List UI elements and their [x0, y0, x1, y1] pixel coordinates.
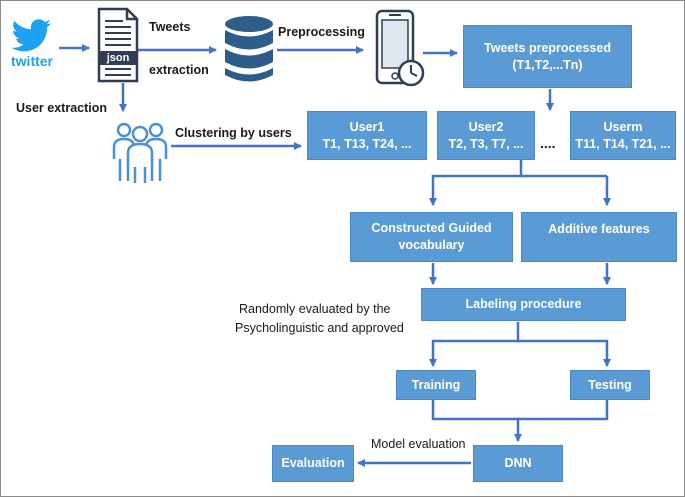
box-tweets-preprocessed-line1: Tweets preprocessed — [484, 40, 611, 55]
box-userm: Userm T11, T14, T21, ... — [570, 111, 676, 160]
box-dnn: DNN — [473, 445, 563, 482]
box-vocabulary-line2: vocabulary — [398, 238, 465, 252]
label-extraction: extraction — [149, 63, 209, 77]
label-clustering: Clustering by users — [175, 126, 292, 140]
arrow-user2-to-branch — [429, 160, 523, 206]
box-training-label: Training — [411, 377, 461, 392]
box-userm-line1: Userm — [603, 119, 643, 134]
box-labeling-procedure: Labeling procedure — [421, 288, 626, 321]
arrow-testing-to-dnn — [518, 399, 609, 421]
box-constructed-vocabulary: Constructed Guided vocabulary — [350, 212, 513, 262]
label-random-eval-line2: Psycholinguistic and approved — [235, 321, 404, 335]
box-user2: User2 T2, T3, T7, ... — [437, 111, 535, 160]
mobile-clock-icon — [373, 9, 425, 91]
arrow-training-to-dnn — [431, 399, 522, 442]
label-model-evaluation: Model evaluation — [371, 437, 466, 451]
box-tweets-preprocessed-line2: (T1,T2,...Tn) — [512, 57, 583, 72]
database-icon — [223, 15, 275, 85]
box-user1-line1: User1 — [349, 119, 385, 134]
twitter-wordmark: twitter — [11, 53, 53, 69]
twitter-logo-icon: twitter — [7, 15, 57, 77]
users-group-icon — [111, 115, 169, 185]
box-testing: Testing — [570, 370, 650, 400]
json-document-icon: json — [97, 7, 139, 83]
box-labeling-label: Labeling procedure — [465, 297, 582, 312]
box-evaluation: Evaluation — [272, 445, 354, 482]
box-dnn-label: DNN — [504, 456, 532, 471]
arrow-labeling-to-testing — [518, 339, 611, 367]
box-userm-line2: T11, T14, T21, ... — [575, 136, 671, 151]
box-vocabulary-line1: Constructed Guided — [371, 221, 492, 236]
box-tweets-preprocessed: Tweets preprocessed (T1,T2,...Tn) — [463, 25, 632, 88]
box-training: Training — [396, 370, 476, 400]
box-additive-features: Additive features — [521, 212, 677, 262]
label-random-eval-line1: Randomly evaluated by the — [239, 302, 391, 316]
box-evaluation-label: Evaluation — [281, 456, 345, 471]
box-testing-label: Testing — [588, 377, 632, 392]
box-user1: User1 T1, T13, T24, ... — [307, 111, 427, 160]
arrow-labeling-to-training — [429, 322, 520, 367]
box-user2-line2: T2, T3, T7, ... — [448, 136, 524, 151]
box-additive-features-label: Additive features — [548, 222, 650, 236]
label-ellipsis: .... — [540, 135, 556, 151]
label-user-extraction: User extraction — [16, 101, 108, 115]
label-preprocessing: Preprocessing — [278, 25, 365, 39]
box-user1-line2: T1, T13, T24, ... — [322, 136, 412, 151]
box-user2-line1: User2 — [468, 119, 504, 134]
label-tweets: Tweets — [149, 20, 191, 34]
json-tag: json — [106, 52, 130, 64]
